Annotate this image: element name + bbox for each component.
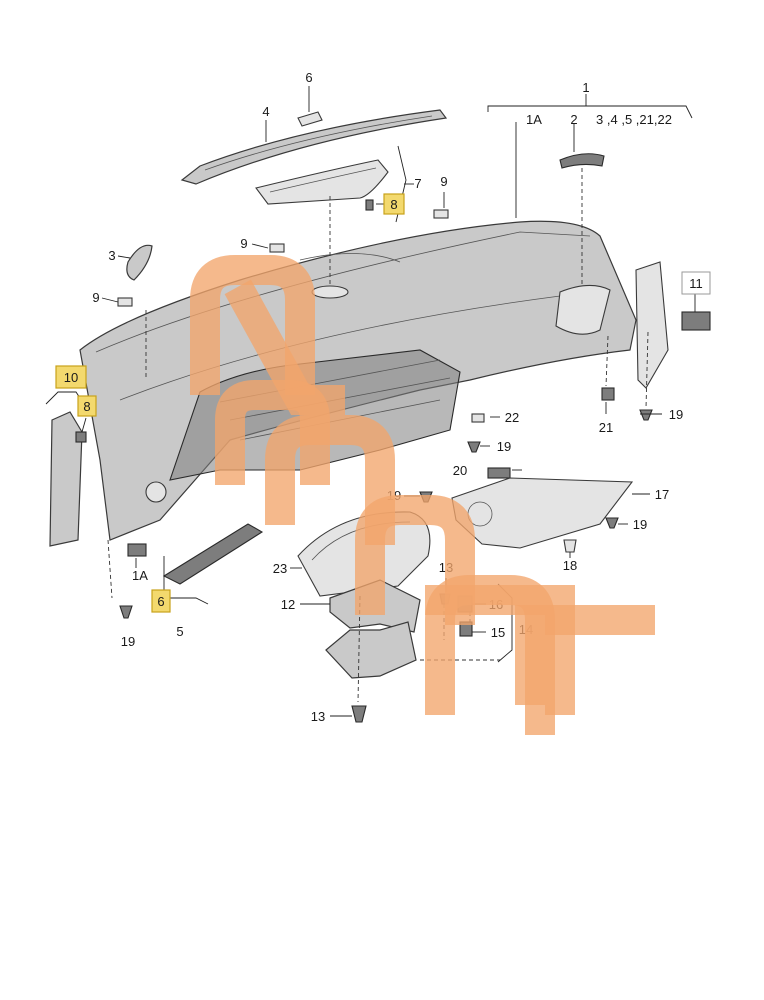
callout-label: 17 [655, 487, 669, 502]
callout-text: 17 [655, 487, 669, 502]
callout-text: 23 [273, 561, 287, 576]
callout-text: 9 [92, 290, 99, 305]
callout-label: 22 [505, 410, 519, 425]
callout-text: 4 [262, 104, 269, 119]
callout-label: 3 [108, 248, 115, 263]
callout-label-highlighted: 8 [77, 395, 97, 417]
callout-label: 3 ,4 ,5 ,21,22 [596, 112, 672, 127]
clip-part [487, 467, 511, 479]
callout-text: 19 [633, 517, 647, 532]
callout-label: 20 [453, 463, 467, 478]
clip-part [269, 243, 285, 253]
side-end-cap [49, 411, 83, 547]
callout-label: 9 [92, 290, 99, 305]
screw-part [119, 605, 133, 619]
callout-label: 11 [681, 271, 711, 295]
column-cover-lower [325, 621, 417, 679]
callout-text: 2 [570, 112, 577, 127]
callout-label: 1A [526, 112, 542, 127]
clip-part [117, 297, 133, 307]
screw-part [639, 409, 653, 421]
callout-label: 1A [132, 568, 148, 583]
callout-text: 8 [83, 399, 90, 414]
callout-label: 23 [273, 561, 287, 576]
screw-part [605, 517, 619, 529]
callout-text: 22 [505, 410, 519, 425]
callout-label: 6 [305, 70, 312, 85]
clip-part [471, 413, 485, 423]
callout-text: 10 [64, 370, 78, 385]
callout-text: 5 [176, 624, 183, 639]
screw-part [351, 705, 367, 723]
callout-text: 8 [390, 197, 397, 212]
callout-label: 7 [414, 176, 421, 191]
center-vent [559, 153, 605, 169]
callout-label: 2 [570, 112, 577, 127]
callout-text: 12 [281, 597, 295, 612]
callout-text: 11 [689, 276, 703, 291]
callout-label: 21 [599, 420, 613, 435]
knob-part [681, 311, 711, 331]
clip-part [297, 111, 323, 127]
side-vent [126, 244, 153, 281]
callout-label: 19 [121, 634, 135, 649]
clip-part [433, 209, 449, 219]
trim-strip [162, 523, 264, 585]
callout-text: 19 [669, 407, 683, 422]
callout-label: 1 [582, 80, 589, 95]
callout-text: 3 [108, 248, 115, 263]
callout-label-highlighted: 8 [383, 193, 405, 215]
callout-text: 1 [582, 80, 589, 95]
callout-text: 1A [132, 568, 148, 583]
watermark-logo [190, 255, 655, 735]
callout-label: 15 [491, 625, 505, 640]
lower-cover [451, 477, 634, 549]
callout-text: 13 [311, 709, 325, 724]
clip-part [601, 387, 615, 401]
callout-text: 1A [526, 112, 542, 127]
callout-label: 9 [440, 174, 447, 189]
callout-label: 4 [262, 104, 269, 119]
clip-part [127, 543, 147, 557]
callout-text: 21 [599, 420, 613, 435]
callout-label: 18 [563, 558, 577, 573]
callout-text: 9 [240, 236, 247, 251]
callout-label: 9 [240, 236, 247, 251]
callout-text: 20 [453, 463, 467, 478]
callout-text: 15 [491, 625, 505, 640]
callout-label-highlighted: 6 [151, 589, 171, 613]
callout-text: 19 [497, 439, 511, 454]
cover-panel [255, 159, 389, 205]
callout-label-highlighted: 10 [55, 365, 87, 389]
callout-label: 19 [497, 439, 511, 454]
callout-text: 9 [440, 174, 447, 189]
callout-text: 18 [563, 558, 577, 573]
defroster-strip [180, 109, 448, 185]
callout-label: 5 [176, 624, 183, 639]
callout-text: 6 [157, 594, 164, 609]
side-end-cap-right [635, 261, 669, 389]
callout-label: 19 [669, 407, 683, 422]
callout-text: 6 [305, 70, 312, 85]
callout-label: 12 [281, 597, 295, 612]
callout-text: 7 [414, 176, 421, 191]
clip-part [563, 539, 577, 553]
callout-label: 19 [633, 517, 647, 532]
callout-label: 13 [311, 709, 325, 724]
screw-part [365, 199, 374, 211]
screw-part [467, 441, 481, 453]
callout-text: 19 [121, 634, 135, 649]
callout-text: 3 ,4 ,5 ,21,22 [596, 112, 672, 127]
